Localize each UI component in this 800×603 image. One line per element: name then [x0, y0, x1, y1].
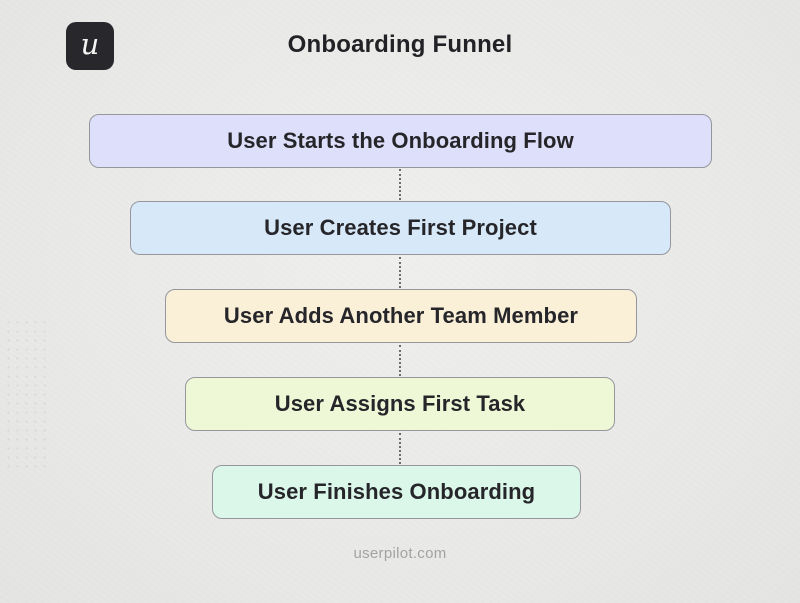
connector-dotted-line-2 — [399, 257, 401, 288]
funnel-step-2: User Creates First Project — [130, 201, 671, 255]
connector-dotted-line-4 — [399, 433, 401, 464]
funnel-step-4: User Assigns First Task — [185, 377, 615, 431]
funnel-step-3: User Adds Another Team Member — [165, 289, 637, 343]
funnel-step-5: User Finishes Onboarding — [212, 465, 581, 519]
footer-url: userpilot.com — [353, 545, 447, 562]
funnel-step-1: User Starts the Onboarding Flow — [89, 114, 712, 168]
userpilot-logo-letter-icon: u — [80, 27, 100, 61]
dot-grid-texture — [4, 318, 48, 468]
userpilot-logo: u — [66, 22, 114, 70]
page-title: Onboarding Funnel — [287, 31, 513, 58]
connector-dotted-line-1 — [399, 169, 401, 200]
connector-dotted-line-3 — [399, 345, 401, 376]
